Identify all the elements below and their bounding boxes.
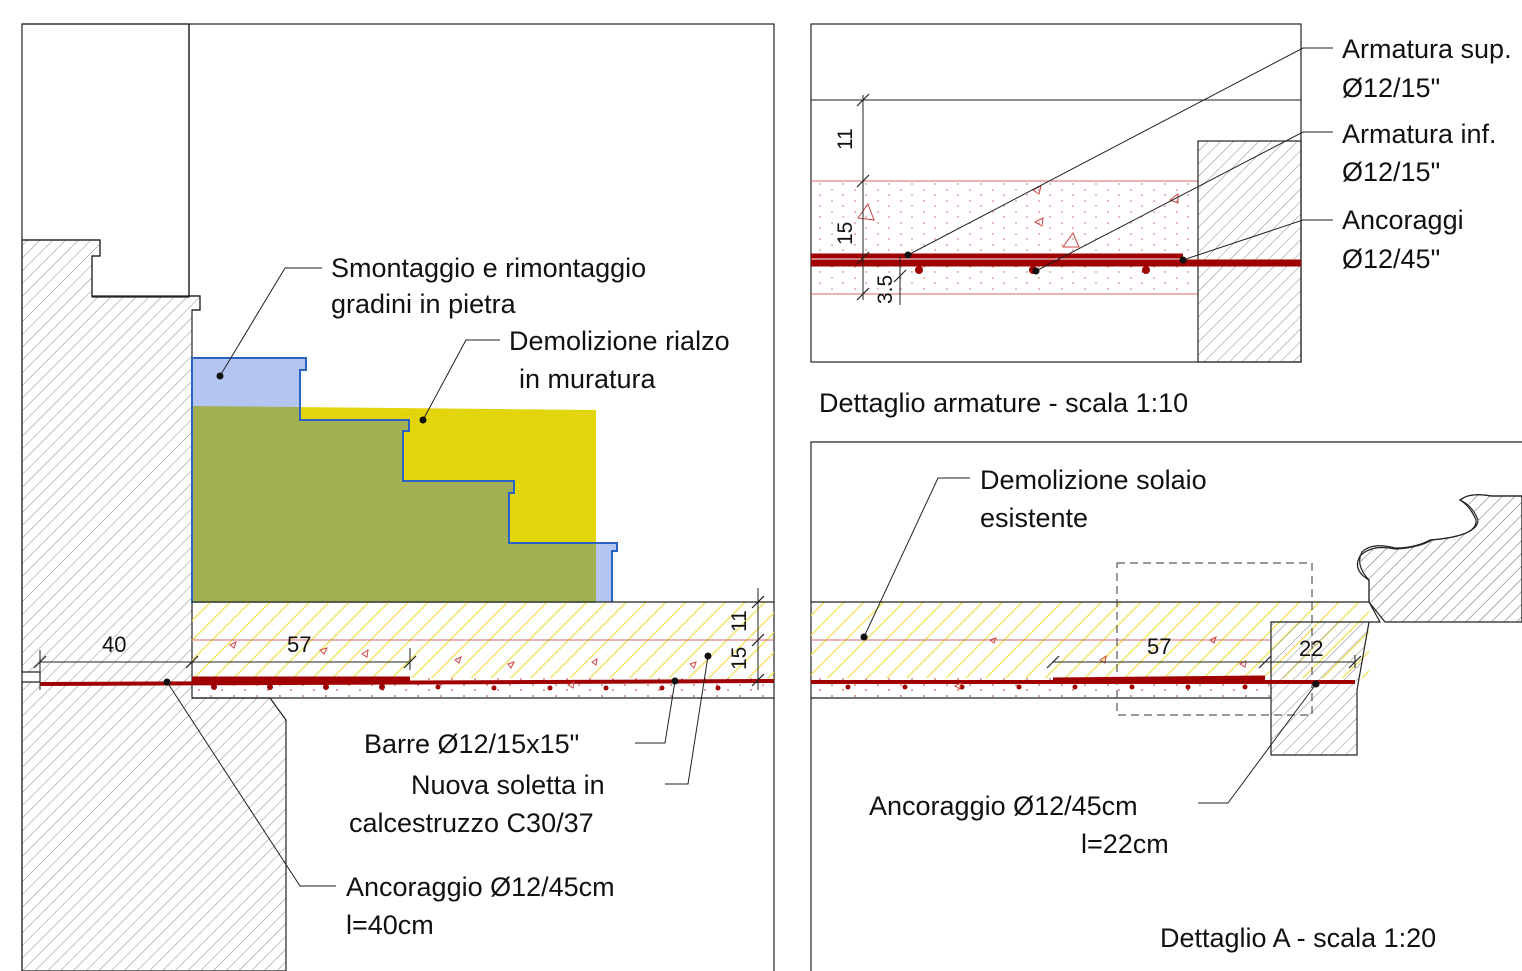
main-section: 40 57 11 15 Smontaggio e rimontaggio gra… xyxy=(21,23,775,971)
detail-a: 57 22 Demolizione solaio esistente Ancor… xyxy=(810,441,1522,971)
label-ancoraggio-a-1: Ancoraggio Ø12/45cm xyxy=(869,791,1138,821)
stone-steps-outline xyxy=(191,357,618,603)
label-armatura-sup-1: Armatura sup. xyxy=(1342,34,1512,64)
label-ancoraggi-2: Ø12/45" xyxy=(1342,244,1440,274)
leader-armatura-sup xyxy=(907,47,1333,256)
label-demolizione-rialzo-1: Demolizione rialzo xyxy=(509,326,730,356)
label-smontaggio-1: Smontaggio e rimontaggio xyxy=(331,253,646,283)
wall-edge xyxy=(188,24,201,311)
leader-demolizione-rialzo xyxy=(419,339,500,424)
overlap-area xyxy=(192,406,596,602)
label-demolizione-rialzo-2: in muratura xyxy=(519,364,657,394)
label-ancoraggio-main-1: Ancoraggio Ø12/45cm xyxy=(346,872,615,902)
label-ancoraggio-main-2: l=40cm xyxy=(346,910,434,940)
leader-smontaggio xyxy=(216,267,322,380)
dim-11-main: 11 xyxy=(728,610,751,632)
label-armatura-inf-2: Ø12/15" xyxy=(1342,157,1440,187)
leader-ancoraggio-a xyxy=(1198,683,1317,804)
title-dettaglio-armature: Dettaglio armature - scala 1:10 xyxy=(819,388,1188,418)
dim-22-a: 22 xyxy=(1299,636,1323,661)
label-demolizione-solaio-2: esistente xyxy=(980,503,1088,533)
dim-15-armature: 15 xyxy=(834,222,857,245)
label-nuova-soletta-1: Nuova soletta in xyxy=(411,770,605,800)
detail-a-callout-box xyxy=(1116,562,1313,716)
title-dettaglio-a: Dettaglio A - scala 1:20 xyxy=(1160,923,1436,953)
label-armatura-inf-1: Armatura inf. xyxy=(1342,119,1497,149)
detail-armature: 11 15 3.5 Armatura sup. Ø12/15" Armatura… xyxy=(810,23,1512,418)
dim-15-main: 15 xyxy=(728,647,751,670)
dim-57-a: 57 xyxy=(1147,634,1171,659)
aggregate-marks xyxy=(229,641,697,689)
leader-demolizione-solaio xyxy=(863,477,970,638)
leader-armatura-inf xyxy=(1035,131,1333,272)
label-demolizione-solaio-1: Demolizione solaio xyxy=(980,465,1207,495)
label-ancoraggio-a-2: l=22cm xyxy=(1081,829,1169,859)
label-barre: Barre Ø12/15x15" xyxy=(364,729,579,759)
anchor-rebar xyxy=(39,679,775,686)
rebar-dots xyxy=(211,684,721,691)
dim-3-5-armature: 3.5 xyxy=(874,275,897,304)
label-smontaggio-2: gradini in pietra xyxy=(331,289,517,319)
label-ancoraggi-1: Ancoraggi xyxy=(1342,205,1464,235)
leader-nuova-soletta xyxy=(665,652,712,785)
armature-support xyxy=(1197,140,1302,363)
dim-11-armature: 11 xyxy=(834,128,857,150)
dim-57: 57 xyxy=(287,632,311,657)
label-nuova-soletta-2: calcestruzzo C30/37 xyxy=(349,808,594,838)
detail-a-frame xyxy=(810,441,1522,971)
leader-barre xyxy=(635,677,679,744)
wall-niche-outline xyxy=(22,24,190,298)
leader-ancoraggi xyxy=(1182,219,1333,261)
label-armatura-sup-2: Ø12/15" xyxy=(1342,73,1440,103)
leader-ancoraggio-main xyxy=(163,678,336,887)
dim-40: 40 xyxy=(102,632,126,657)
